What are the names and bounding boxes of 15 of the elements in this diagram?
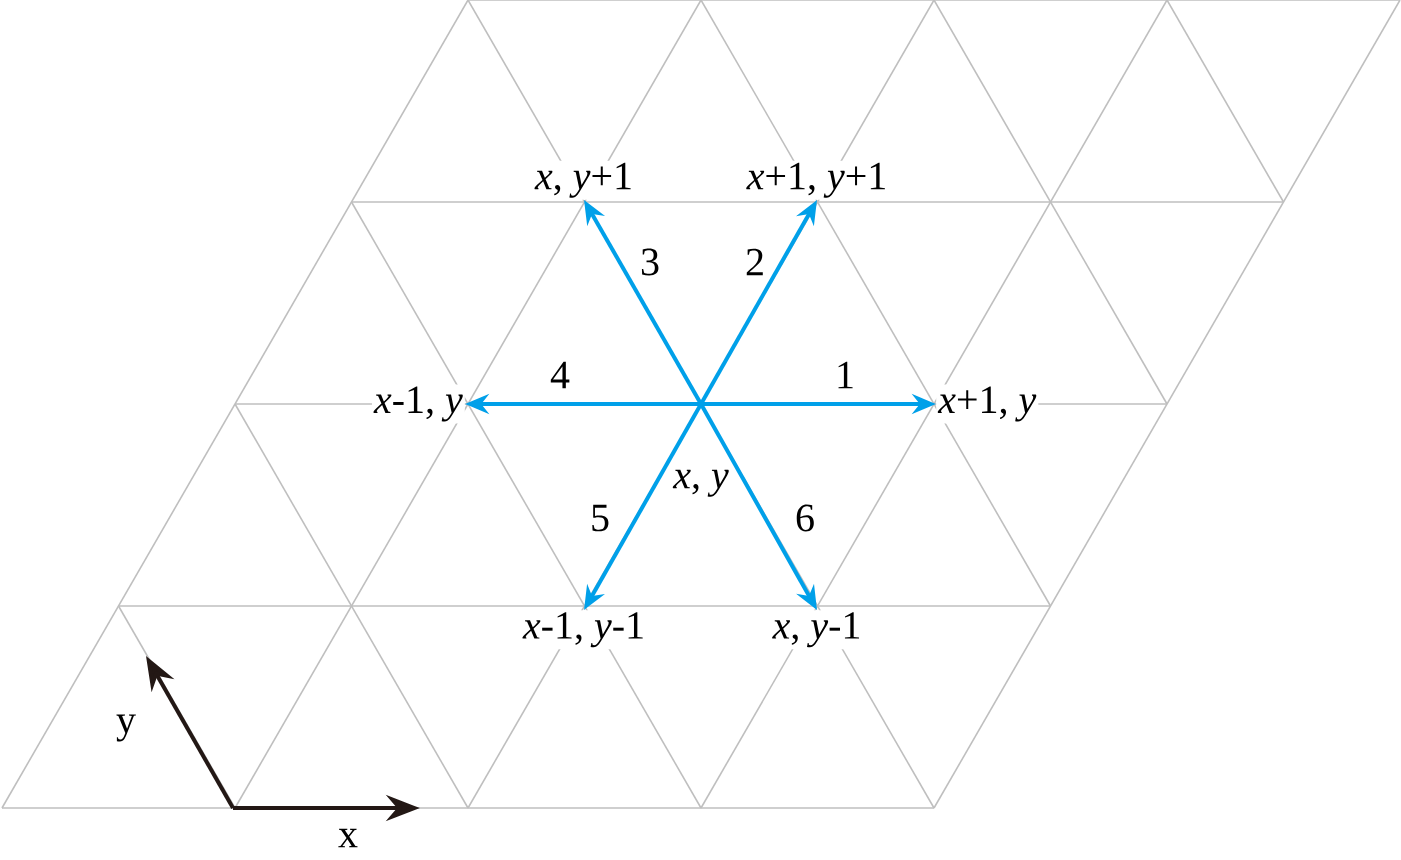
coordinate-label: x-1, y [371, 384, 465, 424]
edge-label: 5 [592, 504, 609, 532]
axis-label: x [338, 828, 358, 848]
edge-label: 6 [796, 504, 814, 532]
coordinate-label: x+1, y+1 [744, 160, 890, 200]
coordinate-label: x, y-1 [770, 610, 864, 650]
edge-label: 3 [641, 248, 659, 276]
edge-label: 2 [746, 248, 763, 276]
edge-label: 1 [838, 361, 853, 389]
coordinate-label: x-1, y-1 [520, 610, 648, 650]
axis-label: y [116, 714, 136, 742]
coordinate-label: x+1, y [936, 384, 1039, 424]
edge-label: 4 [550, 361, 570, 389]
coordinate-label: x, y+1 [532, 160, 636, 200]
coordinate-label: x, y [672, 469, 729, 497]
